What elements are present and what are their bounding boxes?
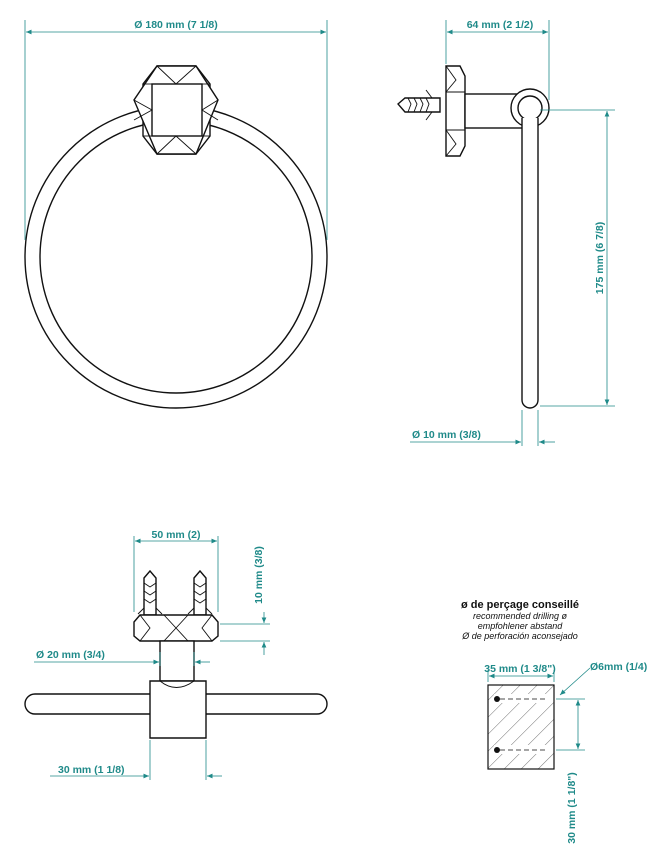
drilling-section: ø de perçage conseillé recommended drill… bbox=[461, 599, 647, 844]
wall-plug-left bbox=[137, 569, 163, 616]
dim-drill-spacing: 35 mm (1 3/8") bbox=[484, 663, 556, 675]
dim-depth: 64 mm (2 1/2) bbox=[467, 19, 534, 31]
faceted-mount bbox=[133, 65, 219, 155]
drilling-note-en: recommended drilling ø bbox=[473, 611, 568, 621]
dim-drill-hole: Ø6mm (1/4) bbox=[590, 661, 647, 673]
drilling-note-title: ø de perçage conseillé bbox=[461, 599, 579, 611]
ring-section-inner bbox=[517, 95, 543, 121]
dim-drill-offset: 30 mm (1 1/8") bbox=[566, 772, 578, 844]
side-view: 64 mm (2 1/2) 175 mm (6 7/8) Ø 10 mm (3/… bbox=[397, 19, 615, 446]
front-view: Ø 180 mm (7 1/8) bbox=[24, 19, 328, 409]
dim-plug-spacing: 50 mm (2) bbox=[151, 529, 200, 541]
dim-height: 175 mm (6 7/8) bbox=[594, 222, 606, 294]
dim-rod-diameter: Ø 10 mm (3/8) bbox=[412, 429, 481, 441]
ring-inner bbox=[39, 120, 313, 394]
top-view: 50 mm (2) 10 mm (3/8) Ø 20 mm (3/4) 30 m… bbox=[24, 529, 328, 780]
wall-plug-side bbox=[397, 89, 441, 121]
boss-top bbox=[149, 680, 207, 739]
dim-ring-diameter: Ø 180 mm (7 1/8) bbox=[134, 19, 217, 31]
drilling-note-de: empfohlener abstand bbox=[478, 621, 564, 631]
mounting-plate-top bbox=[133, 614, 219, 642]
wall-plug-right bbox=[187, 569, 213, 616]
rod-side bbox=[521, 118, 539, 409]
dim-boss-width: 30 mm (1 1/8) bbox=[58, 764, 125, 776]
dim-stem-diameter: Ø 20 mm (3/4) bbox=[36, 649, 105, 661]
mounting-plate-side bbox=[445, 65, 466, 157]
drilling-note-es: Ø de perforación aconsejado bbox=[461, 631, 578, 641]
stem-top bbox=[159, 640, 195, 682]
dim-plate-thickness: 10 mm (3/8) bbox=[253, 546, 265, 604]
